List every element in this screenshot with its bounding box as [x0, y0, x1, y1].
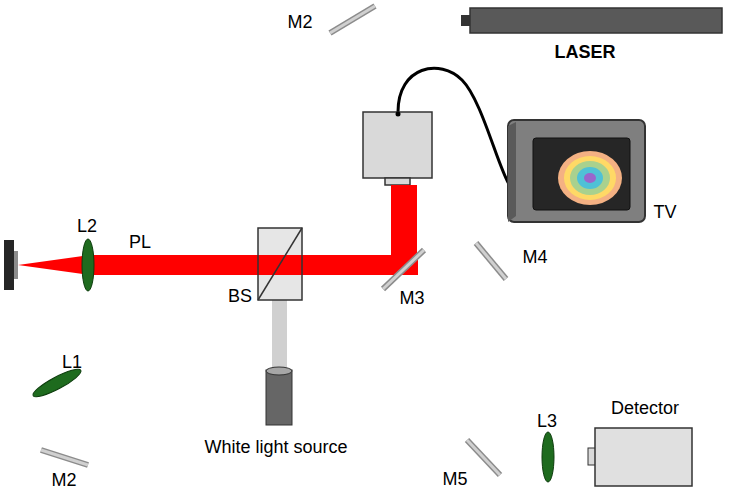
part-label: L1	[62, 352, 82, 372]
focused-beam	[18, 255, 90, 275]
part-label: L2	[77, 216, 97, 236]
pl-beam	[92, 255, 418, 275]
lens	[542, 432, 554, 482]
mirror-face	[383, 250, 424, 289]
laser-body	[470, 8, 722, 33]
fringe-ring	[564, 156, 616, 200]
part-label: M2	[287, 12, 312, 32]
tv-monitor: TV	[505, 116, 695, 226]
part-label: M2	[51, 470, 76, 490]
sample-holder	[4, 240, 14, 290]
tv-side	[508, 122, 516, 222]
fringe-ring	[577, 167, 603, 189]
white-light-beam	[272, 300, 287, 370]
laser: LASER	[458, 4, 726, 66]
part-label: M5	[442, 469, 467, 489]
mirror	[476, 243, 506, 279]
camera-lens	[385, 178, 410, 185]
fringe-ring	[558, 151, 622, 205]
part-label: BS	[228, 286, 252, 306]
mirror-face	[476, 243, 506, 279]
lens	[82, 239, 94, 291]
part-label: M3	[399, 288, 424, 308]
detector-body	[595, 428, 692, 486]
part-label: White light source	[204, 437, 347, 457]
sample	[14, 251, 18, 279]
detector: Detector	[584, 396, 696, 490]
cable-plug	[396, 112, 401, 117]
lamp-top	[266, 367, 292, 375]
mirror-face	[330, 6, 375, 33]
mirror	[467, 440, 500, 475]
mirror	[41, 450, 88, 465]
part-label: M4	[522, 247, 547, 267]
white-light-source: White light source	[190, 364, 362, 460]
mirror-face	[41, 450, 88, 465]
mirror-face	[467, 440, 500, 475]
part-label: PL	[129, 232, 151, 252]
part-label: LASER	[554, 42, 615, 62]
camera	[363, 112, 432, 178]
mirror	[330, 6, 375, 33]
mirror	[383, 250, 424, 289]
tv-body	[508, 120, 645, 222]
beam-splitter-diagonal	[258, 228, 302, 300]
lamp	[266, 370, 292, 425]
part-label: Detector	[611, 398, 679, 418]
fringe-ring	[570, 161, 610, 195]
part-label: L3	[537, 411, 557, 431]
part-label: TV	[653, 202, 676, 222]
beam-splitter-outline	[258, 228, 302, 300]
tv-screen	[533, 138, 630, 210]
fringe-ring	[584, 173, 596, 183]
